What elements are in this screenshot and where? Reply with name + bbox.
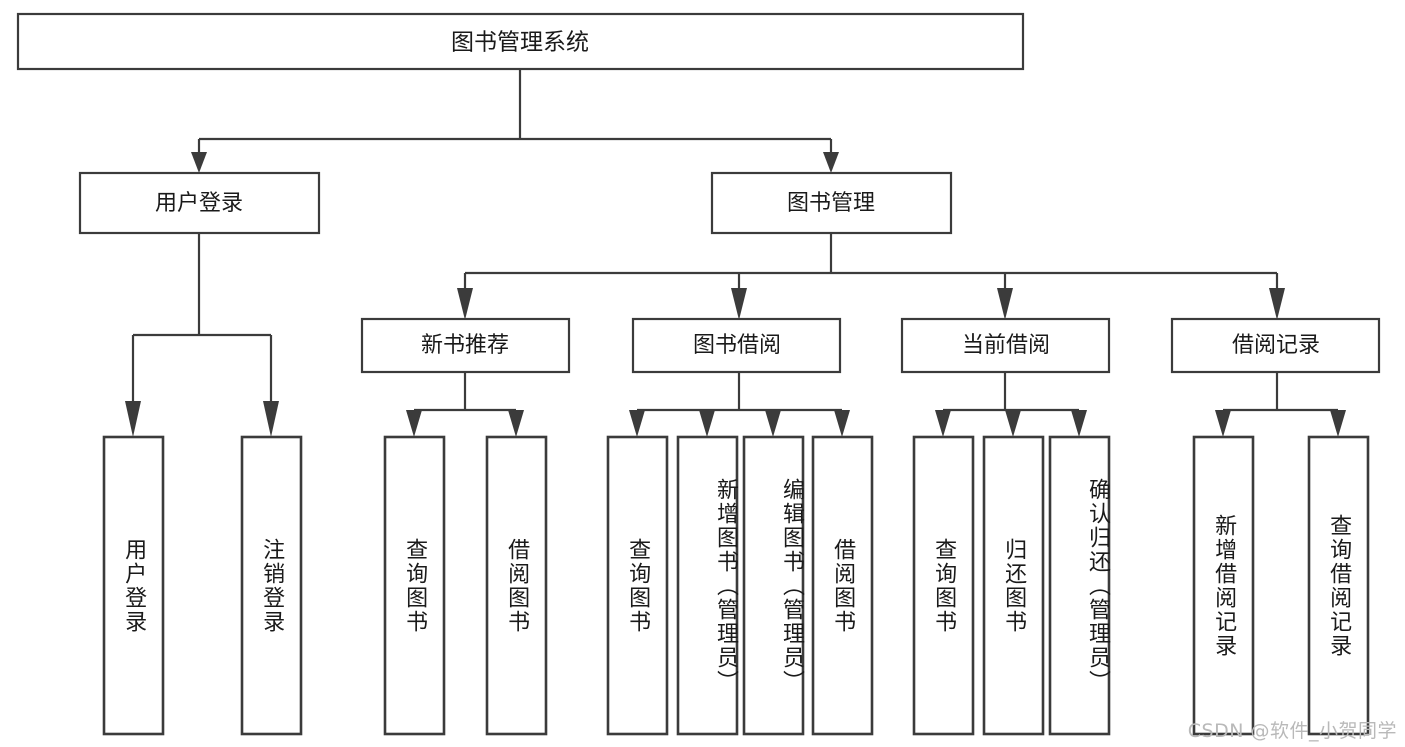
leaf-box-query-book-2[interactable] bbox=[606, 435, 669, 736]
leaf-box-query-book-1[interactable] bbox=[383, 435, 446, 736]
connectors-user-login-to-leaves bbox=[125, 233, 279, 437]
arrowhead-current-borrow bbox=[997, 288, 1013, 320]
arrowhead-leaf-query-record bbox=[1330, 410, 1346, 437]
arrowhead-leaf-add-record bbox=[1215, 410, 1231, 437]
node-user-login-label: 用户登录 bbox=[155, 191, 243, 216]
arrowhead-leaf-query-book-3 bbox=[935, 410, 951, 437]
leaf-box-query-record[interactable] bbox=[1307, 435, 1370, 736]
arrowhead-leaf-borrow-book-2 bbox=[834, 410, 850, 437]
leaf-box-borrow-book-1[interactable] bbox=[485, 435, 548, 736]
leaf-box-borrow-book-2[interactable] bbox=[811, 435, 874, 736]
leaf-box-query-book-3[interactable] bbox=[912, 435, 975, 736]
arrowhead-leaf-borrow-book-1 bbox=[508, 410, 524, 437]
node-book-manage[interactable]: 图书管理 bbox=[710, 171, 953, 235]
arrowhead-leaf-user-login bbox=[125, 401, 141, 437]
node-borrow-record-label: 借阅记录 bbox=[1232, 333, 1320, 358]
arrowhead-borrow-record bbox=[1269, 288, 1285, 320]
node-current-borrow[interactable]: 当前借阅 bbox=[900, 317, 1111, 374]
node-root-label: 图书管理系统 bbox=[451, 30, 589, 56]
node-borrow-record[interactable]: 借阅记录 bbox=[1170, 317, 1381, 374]
node-new-book-recommend[interactable]: 新书推荐 bbox=[360, 317, 571, 374]
node-root-box[interactable] bbox=[16, 12, 1025, 71]
node-book-borrow[interactable]: 图书借阅 bbox=[631, 317, 842, 374]
node-book-manage-box[interactable] bbox=[710, 171, 953, 235]
leaf-box-add-book[interactable] bbox=[676, 435, 739, 736]
arrowhead-leaf-edit-book bbox=[765, 410, 781, 437]
connectors-new-book-recommend-to-leaves bbox=[406, 372, 524, 437]
node-user-login-box[interactable] bbox=[78, 171, 321, 235]
arrowhead-leaf-confirm-return bbox=[1071, 410, 1087, 437]
leaf-box-logout-login[interactable] bbox=[240, 435, 303, 736]
leaf-box-confirm-return[interactable] bbox=[1048, 435, 1111, 736]
arrowhead-user-login bbox=[191, 152, 207, 173]
node-current-borrow-label: 当前借阅 bbox=[962, 333, 1050, 358]
arrowhead-new-book-recommend bbox=[457, 288, 473, 320]
node-new-book-recommend-box[interactable] bbox=[360, 317, 571, 374]
node-book-manage-label: 图书管理 bbox=[787, 191, 875, 216]
arrowhead-leaf-return-book bbox=[1005, 410, 1021, 437]
node-user-login[interactable]: 用户登录 bbox=[78, 171, 321, 235]
arrowhead-book-borrow bbox=[731, 288, 747, 320]
node-book-borrow-label: 图书借阅 bbox=[693, 333, 781, 358]
arrowhead-leaf-add-book bbox=[699, 410, 715, 437]
node-root[interactable]: 图书管理系统 bbox=[16, 12, 1025, 71]
arrowhead-leaf-query-book-2 bbox=[629, 410, 645, 437]
arrowhead-book-manage bbox=[823, 152, 839, 173]
connectors-book-manage-to-level3 bbox=[457, 233, 1285, 320]
connectors-current-borrow-to-leaves bbox=[935, 372, 1087, 437]
arrowhead-leaf-logout-login bbox=[263, 401, 279, 437]
arrowhead-leaf-query-book-1 bbox=[406, 410, 422, 437]
node-current-borrow-box[interactable] bbox=[900, 317, 1111, 374]
leaf-box-add-record[interactable] bbox=[1192, 435, 1255, 736]
leaf-box-return-book[interactable] bbox=[982, 435, 1045, 736]
connectors-borrow-record-to-leaves bbox=[1215, 372, 1346, 437]
csdn-watermark: CSDN @软件_小贺同学 bbox=[1187, 720, 1397, 742]
leaf-box-user-login[interactable] bbox=[102, 435, 165, 736]
node-book-borrow-box[interactable] bbox=[631, 317, 842, 374]
node-borrow-record-box[interactable] bbox=[1170, 317, 1381, 374]
connectors-book-borrow-to-leaves bbox=[629, 372, 850, 437]
connectors-root-to-level2 bbox=[191, 69, 839, 173]
node-new-book-recommend-label: 新书推荐 bbox=[421, 333, 509, 358]
leaf-boxes bbox=[102, 435, 1370, 736]
leaf-box-edit-book[interactable] bbox=[742, 435, 805, 736]
